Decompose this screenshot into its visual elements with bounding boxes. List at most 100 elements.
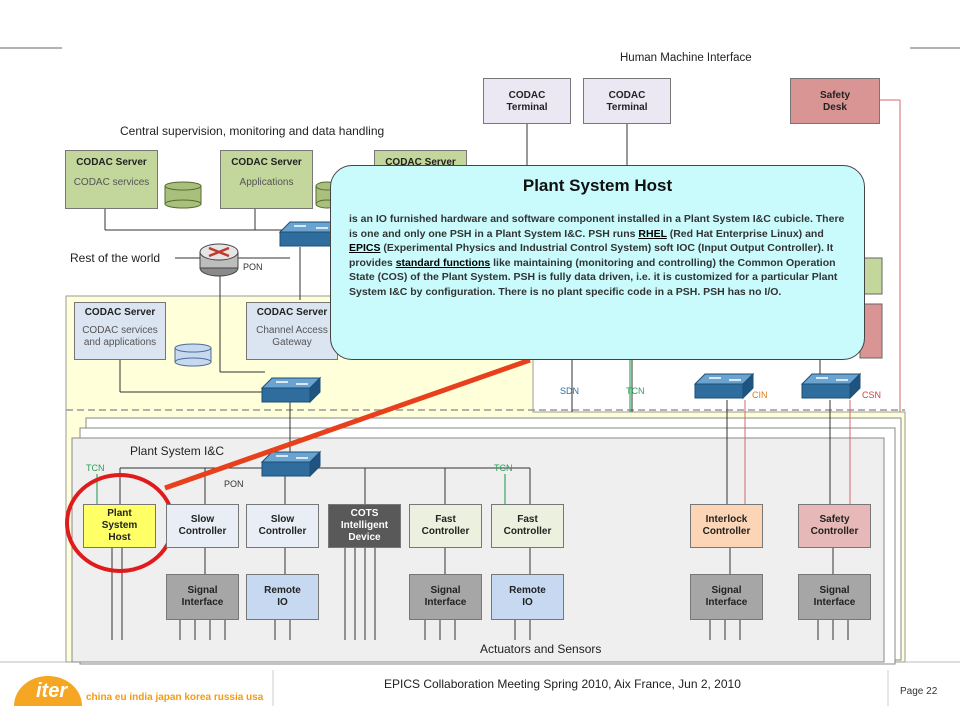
label-plant-ic: Plant System I&C bbox=[130, 444, 225, 458]
plant-system-host-callout: Plant System Host is an IO furnished har… bbox=[330, 165, 865, 360]
label-central: Central supervision, monitoring and data… bbox=[120, 124, 385, 138]
box-subtitle: Channel Access bbox=[256, 325, 328, 336]
box-line: Controller bbox=[702, 526, 751, 537]
label-rest-world: Rest of the world bbox=[70, 251, 161, 265]
label-tcn-left: TCN bbox=[86, 463, 105, 473]
plant-panel-front bbox=[71, 437, 885, 663]
box-line: Controller bbox=[258, 526, 307, 537]
callout-text: is an IO furnished hardware and software… bbox=[349, 213, 845, 240]
box-subtitle: and applications bbox=[83, 337, 157, 348]
box-line: Slow bbox=[270, 514, 295, 525]
box-title: CODAC Server bbox=[76, 157, 147, 168]
label-pon-top: PON bbox=[243, 262, 263, 272]
safety-lines bbox=[744, 99, 901, 504]
label-tcn-bottom: TCN bbox=[626, 386, 645, 396]
callout-text: (Experimental Physics and Industrial Con… bbox=[349, 242, 834, 269]
switch-icon bbox=[693, 372, 755, 400]
box-line: Plant bbox=[107, 508, 132, 519]
codac-terminal-1: CODAC Terminal bbox=[483, 78, 571, 124]
box-line: Controller bbox=[178, 526, 227, 537]
box-subtitle: Desk bbox=[823, 102, 847, 113]
box-line: Interface bbox=[181, 597, 224, 608]
footer-tagline: china eu india japan korea russia usa bbox=[86, 692, 264, 703]
callout-title: Plant System Host bbox=[522, 176, 673, 195]
disk-icons bbox=[164, 181, 339, 367]
disk-icon bbox=[164, 181, 202, 209]
label-pon-mid: PON bbox=[224, 479, 244, 489]
box-title: CODAC bbox=[508, 90, 546, 101]
codac-terminal-2: CODAC Terminal bbox=[583, 78, 671, 124]
box-title: CODAC Server bbox=[385, 157, 456, 168]
box-line: IO bbox=[522, 597, 533, 608]
box-line: Device bbox=[348, 532, 381, 543]
box-subtitle: Applications bbox=[239, 177, 294, 188]
fast-controller-1: Fast Controller bbox=[409, 504, 482, 548]
disk-icon bbox=[174, 343, 212, 367]
iter-logo-mark bbox=[14, 676, 82, 706]
signal-interface-2: Signal Interface bbox=[409, 574, 482, 620]
box-line: IO bbox=[277, 597, 288, 608]
codac-server-5: CODAC Server Channel Access Gateway bbox=[246, 302, 338, 360]
router-icon bbox=[199, 243, 239, 277]
box-line: Intelligent bbox=[340, 520, 389, 531]
box-title: CODAC Server bbox=[231, 157, 302, 168]
box-line: Host bbox=[108, 532, 131, 543]
callout-text: (Red Hat Enterprise Linux) and bbox=[666, 227, 824, 240]
switch-icon bbox=[278, 220, 344, 248]
remote-io-1: Remote IO bbox=[246, 574, 319, 620]
callout-text: like maintaining (monitoring and control… bbox=[349, 256, 838, 298]
codac-server-1: CODAC Server CODAC services bbox=[65, 150, 158, 209]
box-line: Fast bbox=[435, 514, 456, 525]
box-title: Safety bbox=[819, 90, 850, 101]
slow-controller-1: Slow Controller bbox=[166, 504, 239, 548]
label-cin: CIN bbox=[752, 390, 768, 400]
box-line: Signal bbox=[711, 585, 742, 596]
standard-functions-link[interactable]: standard functions bbox=[395, 256, 491, 269]
box-line: Remote bbox=[509, 585, 546, 596]
iter-logo-text: iter bbox=[36, 680, 68, 702]
switch-icon bbox=[260, 450, 322, 478]
label-sdn: SDN bbox=[560, 386, 580, 396]
box-subtitle: Terminal bbox=[606, 102, 648, 113]
iter-logo: iter bbox=[14, 672, 84, 711]
box-line: Controller bbox=[503, 526, 552, 537]
footer-page-number: Page 22 bbox=[900, 686, 938, 697]
safety-desk: Safety Desk bbox=[790, 78, 880, 124]
codac-server-4: CODAC Server CODAC services and applicat… bbox=[74, 302, 166, 360]
cots-intelligent-device: COTS Intelligent Device bbox=[328, 504, 401, 548]
box-line: COTS bbox=[350, 508, 379, 519]
box-title: CODAC Server bbox=[256, 307, 328, 318]
box-line: Signal bbox=[187, 585, 218, 596]
slow-controller-2: Slow Controller bbox=[246, 504, 319, 548]
box-title: CODAC bbox=[608, 90, 646, 101]
label-hmi: Human Machine Interface bbox=[620, 52, 752, 64]
signal-interface-1: Signal Interface bbox=[166, 574, 239, 620]
label-actuators: Actuators and Sensors bbox=[480, 642, 602, 656]
remote-io-2: Remote IO bbox=[491, 574, 564, 620]
box-line: Controller bbox=[810, 526, 859, 537]
signal-interface-3: Signal Interface bbox=[690, 574, 763, 620]
box-line: Slow bbox=[190, 514, 215, 525]
label-csn: CSN bbox=[862, 390, 882, 400]
fast-controller-2: Fast Controller bbox=[491, 504, 564, 548]
box-subtitle: Terminal bbox=[506, 102, 548, 113]
box-line: Signal bbox=[819, 585, 850, 596]
label-tcn-right: TCN bbox=[494, 463, 513, 473]
actuator-wires bbox=[111, 548, 849, 640]
box-line: System bbox=[101, 520, 138, 531]
box-line: Interface bbox=[705, 597, 748, 608]
codac-server-2: CODAC Server Applications bbox=[220, 150, 313, 209]
epics-link[interactable]: EPICS bbox=[349, 242, 381, 254]
switch-icon bbox=[260, 376, 322, 404]
safety-controller: Safety Controller bbox=[798, 504, 871, 548]
interlock-controller: Interlock Controller bbox=[690, 504, 763, 548]
footer-conference: EPICS Collaboration Meeting Spring 2010,… bbox=[384, 677, 741, 691]
box-subtitle: CODAC services bbox=[73, 177, 150, 188]
box-subtitle: Gateway bbox=[272, 337, 312, 348]
box-line: Fast bbox=[517, 514, 538, 525]
box-subtitle: CODAC services bbox=[82, 325, 158, 336]
plant-connectors bbox=[119, 360, 834, 574]
rhel-link[interactable]: RHEL bbox=[638, 227, 667, 240]
switch-icon bbox=[800, 372, 862, 400]
